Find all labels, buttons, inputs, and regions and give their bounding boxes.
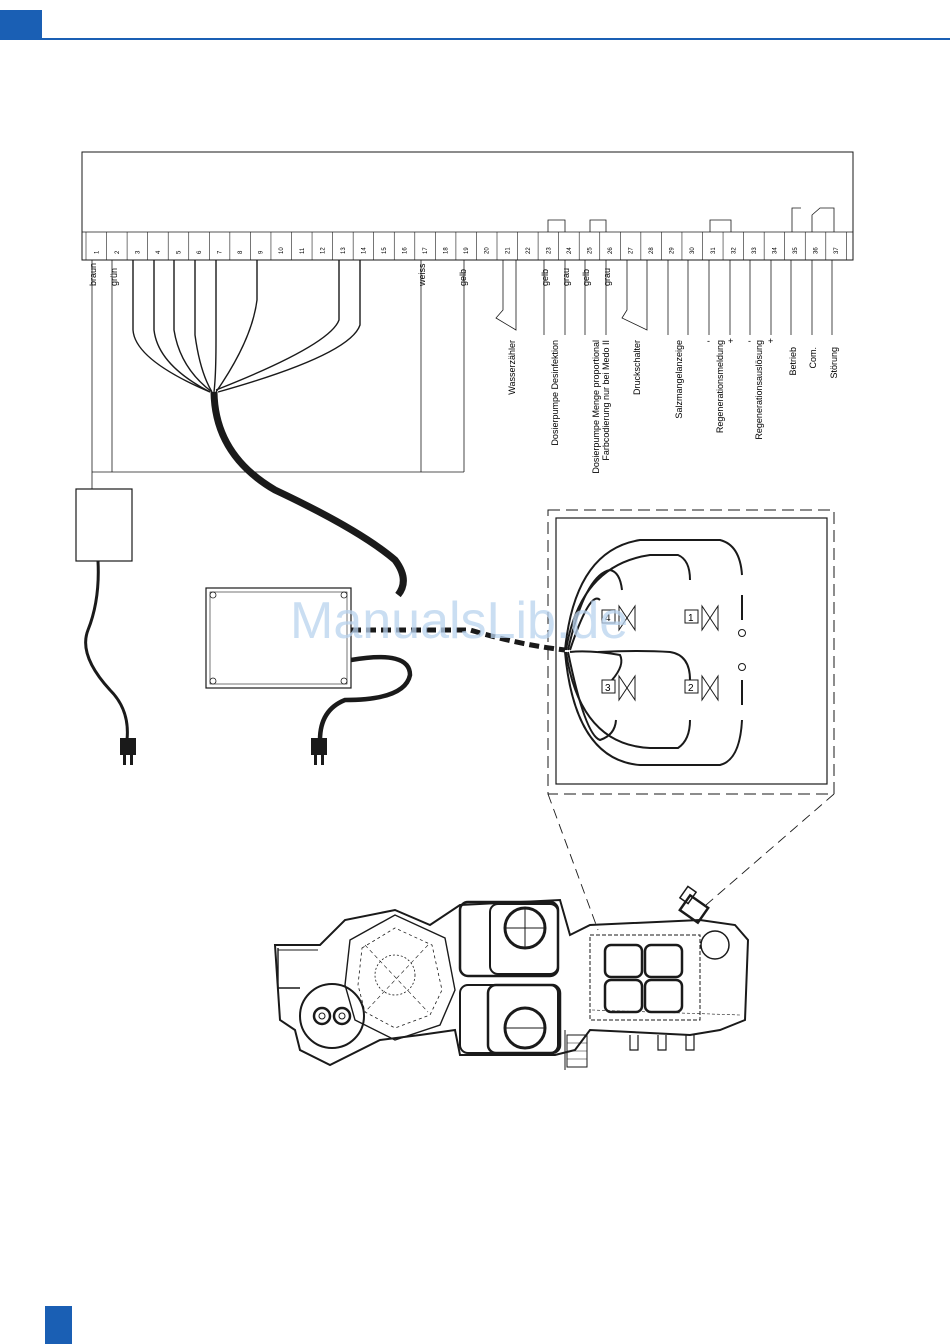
polarity-minus-31: - [707,336,710,346]
terminal-bridges [547,207,835,232]
terminal-number: 10 [279,247,285,254]
label-druckschalter: Druckschalter [632,340,642,395]
footer-accent-block [45,1306,72,1344]
terminal-number: 29 [670,247,676,254]
plug-icon [120,738,136,765]
terminal-number: 23 [546,247,552,254]
terminal-number: 7 [218,250,224,254]
label-betrieb: Betrieb [788,347,798,376]
label-wasserzaehler: Wasserzähler [507,340,517,395]
wire-label-weiss: weiss [417,263,427,287]
cable-bundle-fan [132,260,361,393]
terminal-number: 3 [135,250,141,254]
terminal-number: 20 [485,247,491,254]
label-regenerationsmeldung: Regenerationsmeldung [715,340,725,433]
valve-2: 2 [684,674,719,702]
terminal-number: 32 [731,247,737,254]
page-header-bar [0,0,950,42]
terminal-number: 14 [361,247,367,254]
valve-number: 4 [605,613,611,624]
valve-terminals [738,629,746,671]
label-stoerung: Störung [829,347,839,379]
terminal-number: 27 [629,247,635,254]
thin-wires [91,260,833,490]
terminal-number: 37 [834,247,840,254]
valve-1: 1 [684,604,719,632]
wire-label-gruen: grün [109,268,119,286]
controller-power-cable [317,654,413,741]
valve-number: 3 [605,683,611,694]
wire-label-gelb-25: gelb [581,269,591,286]
polarity-plus-32: + [728,336,733,346]
power-supply-cable [84,560,129,741]
polarity-minus-33: - [748,336,751,346]
terminal-number: 24 [567,247,573,254]
terminal-number: 11 [300,247,306,254]
terminal-number: 36 [814,247,820,254]
power-supply-box [75,488,133,562]
label-com: Com. [808,347,818,369]
terminal-number: 22 [526,247,532,254]
terminal-number: 17 [423,247,429,254]
terminal-number: 34 [772,247,778,254]
header-accent-block [0,10,42,40]
valve-number: 2 [688,683,694,694]
terminal-number: 6 [197,250,203,254]
label-salzmangelanzeige: Salzmangelanzeige [674,340,684,419]
terminal-number: 33 [752,247,758,254]
terminal-number: 16 [403,247,409,254]
wire-label-braun: braun [88,263,98,286]
terminal-number: 13 [341,247,347,254]
terminal-number: 8 [238,250,244,254]
wire-label-grau-24: grau [561,268,571,286]
terminal-number: 2 [115,250,121,254]
terminal-number: 26 [608,247,614,254]
terminal-number: 25 [587,247,593,254]
header-rule [42,38,950,40]
terminal-number: 28 [649,247,655,254]
label-dosierpumpe-desinfektion: Dosierpumpe Desinfektion [550,340,560,446]
controller-housing [205,587,352,689]
terminal-number: 5 [176,250,182,254]
terminal-number: 21 [505,247,511,254]
label-farbcodierung: Farbcodierung nur bei Medo II [601,340,611,461]
terminal-number: 31 [711,247,717,254]
terminal-number: 1 [94,250,100,254]
wire-label-gelb-19: gelb [458,269,468,286]
label-dosierpumpe-proportional: Dosierpumpe Menge proportional [591,340,601,474]
valve-cable-dashed [351,627,566,653]
wire-label-gelb-23: gelb [540,269,550,286]
valve-number: 1 [688,613,694,624]
terminal-number: 30 [690,247,696,254]
wire-label-grau-26: grau [602,268,612,286]
label-regenerationsausloesung: Regenerationsauslösung [754,340,764,440]
terminal-number: 19 [464,247,470,254]
valve-wiring [564,539,743,766]
terminal-box [81,151,854,261]
terminal-number: 18 [444,247,450,254]
main-control-cable [210,391,407,598]
watermark-text: ManualsLib.de [290,592,628,650]
valve-3: 3 [601,674,636,702]
control-valve-assembly [273,885,750,1070]
polarity-plus-34: + [768,336,773,346]
terminal-number: 9 [259,250,265,254]
terminal-number: 12 [320,247,326,254]
valve-4: 4 [601,604,636,632]
terminal-number: 35 [793,247,799,254]
plug-icon [311,738,327,765]
detail-callout-frame [547,509,835,931]
terminal-number: 15 [382,247,388,254]
terminal-number: 4 [156,250,162,254]
